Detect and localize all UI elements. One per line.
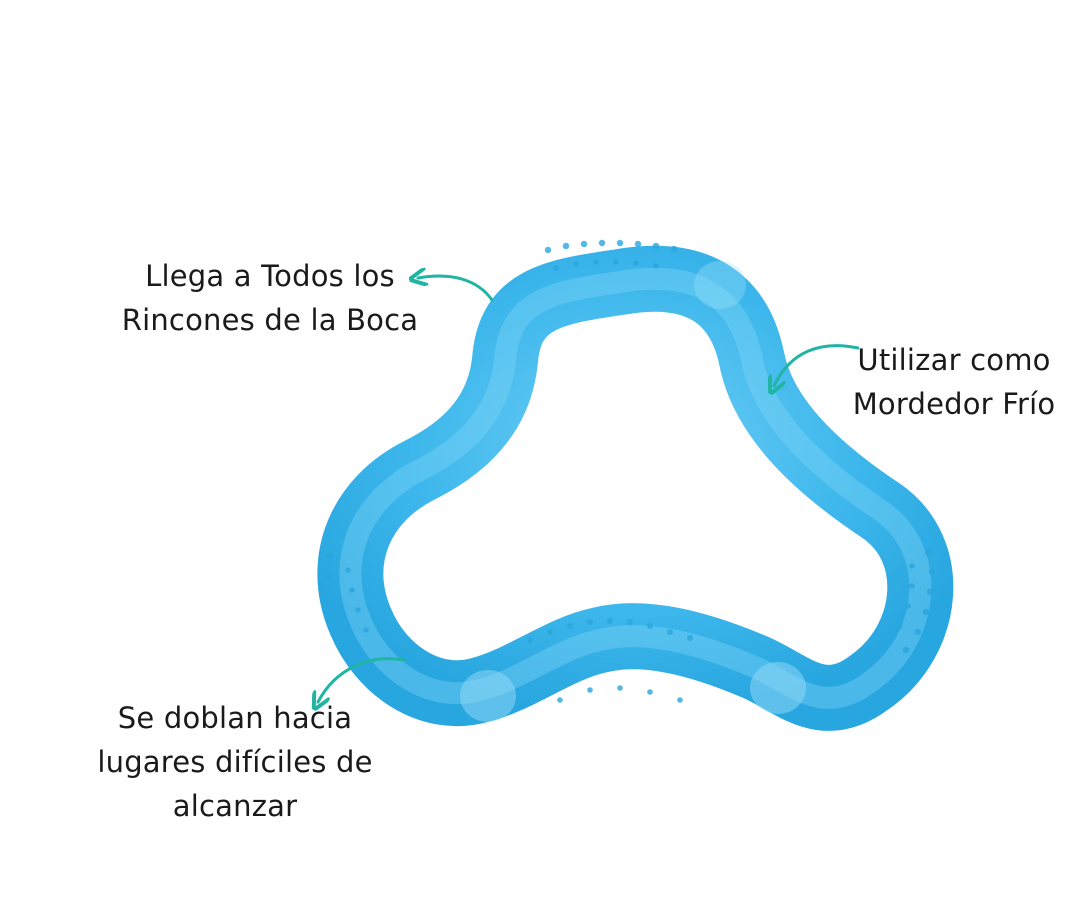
feature-label-reach: Llega a Todos los Rincones de la Boca — [100, 254, 440, 342]
feature-label-cold: Utilizar como Mordedor Frío — [838, 338, 1070, 426]
label-line: Mordedor Frío — [852, 387, 1056, 421]
label-line: Llega a Todos los — [145, 259, 395, 293]
curved-arrow-icon — [418, 276, 494, 302]
feature-label-flexible: Se doblan hacia lugares difíciles de alc… — [70, 696, 400, 828]
label-line: lugares difíciles de — [97, 745, 373, 779]
label-line: alcanzar — [172, 789, 298, 823]
curved-arrow-icon — [318, 657, 406, 702]
curved-arrow-icon — [774, 344, 860, 386]
teether-ring-image — [317, 239, 954, 731]
label-line: Se doblan hacia — [117, 701, 353, 735]
label-line: Utilizar como — [857, 343, 1051, 377]
label-line: Rincones de la Boca — [121, 303, 419, 337]
